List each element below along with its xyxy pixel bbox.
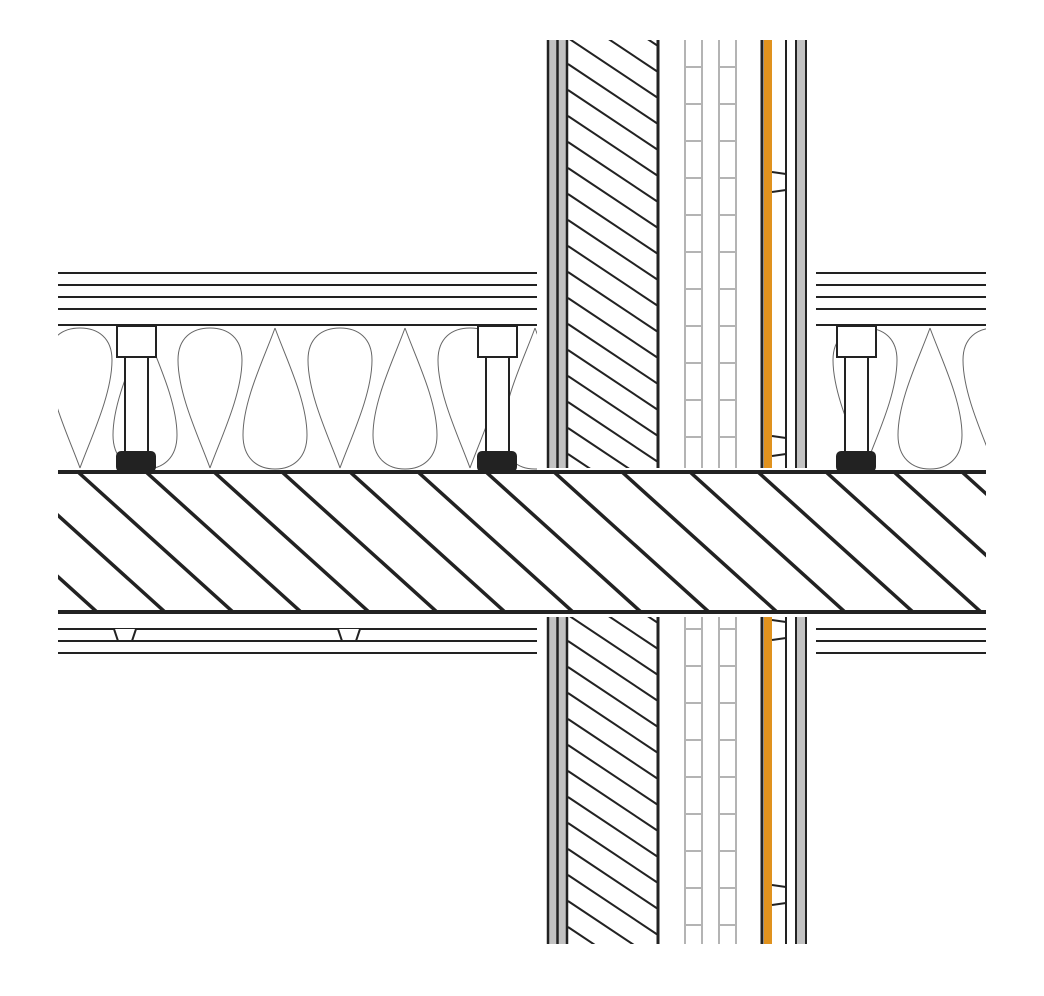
cladding-board [796,40,806,468]
slab-hatch-line [960,472,986,497]
slab-hatch-line [212,472,371,612]
insulation-loop [502,327,537,470]
membrane-orange [764,617,772,944]
slab-hatch-line [58,574,99,612]
batten-head [477,325,518,358]
wall-core-hatch [568,0,658,540]
floor-buildup [58,272,986,326]
wall-hatch-line [568,926,596,944]
wall-hatch-line [568,271,658,333]
slab-hatch-line [688,472,847,612]
wall-tie [771,619,787,641]
wall-hatch-line [647,40,658,47]
insulation-loop [962,328,986,447]
insulation-loop [242,327,308,470]
slab-hatch-line [280,472,439,612]
wall-hatch-line [568,219,658,281]
resilient-foot [477,451,517,472]
floor-battens [116,325,877,472]
resilient-foot [836,451,876,472]
wall-hatch-line [568,401,658,463]
wall-hatch-line [568,115,658,177]
wall-hatch-line [568,770,658,832]
wall-hatch-line [569,40,658,99]
slab-hatch-line [58,512,167,612]
wall-hatch-line [568,480,658,540]
wall-hatch-line [568,900,635,944]
wall-tie [771,435,787,457]
batten-post [124,356,149,455]
insulation-loop [633,328,697,469]
wall-hatch-line [568,375,658,437]
wall-tie [771,171,787,193]
slab-hatch-line [756,472,915,612]
slab-hatch-line [348,472,507,612]
cladding-board [796,617,806,944]
wall-hatch-line [568,323,658,385]
insulation-loop [897,327,963,470]
wall-hatch-line [568,874,658,936]
insulation-loop [307,327,373,469]
slab-hatch-line [892,472,986,558]
wall-hatch-line [568,822,658,884]
wall-hatch-line [568,427,630,468]
insulation-loop [1028,328,1044,469]
batten-post [844,356,869,455]
insulation-loop [372,327,438,470]
floor-slab [0,470,986,614]
wall-hatch-line [608,40,658,73]
wall-hatch-line [608,617,658,650]
wall-hatch-line [568,349,658,411]
wall-hatch-line [568,453,591,468]
insulation-loop [58,327,113,469]
batten-head [836,325,877,358]
membrane-orange [764,40,772,468]
resilient-foot [116,451,156,472]
ceiling-clip [337,628,361,642]
wall-hatch-line [568,640,658,702]
slab-hatch-line [824,472,983,612]
wall-hatch-line [568,848,658,910]
ceiling-clip [113,628,137,642]
wall-section [546,0,807,996]
wall-hatch-line [569,617,658,676]
wall-hatch-line [568,89,658,151]
wall-hatch-line [568,63,658,125]
wall-hatch-line [568,141,658,203]
slab-hatch-line [484,472,643,612]
slab-hatch-line [0,472,29,612]
slab-hatch-line [552,472,711,612]
wall-hatch-line [568,0,658,20]
slab-hatch-line [144,472,303,612]
batten-post [485,356,510,455]
wall-hatch-line [568,167,658,229]
wall-tie [771,884,787,906]
wall-hatch-line [568,796,658,858]
slab-hatch-line [620,472,779,612]
wall-hatch-line [568,666,658,728]
wall-hatch-line [568,193,658,255]
wall-hatch-line [568,297,658,359]
wall-hatch-line [568,245,658,307]
wall-hatch-line [568,744,658,806]
insulation-loop [177,327,243,469]
wall-hatch-line [568,953,658,996]
slab-hatch [0,472,986,612]
slab-hatch-line [76,472,235,612]
floor-insulation [58,327,1044,470]
wall-hatch-line [568,718,658,780]
wall-core-hatch [568,617,658,996]
ceiling-buildup [58,628,986,654]
wall-hatch-line [568,692,658,754]
batten-head [116,325,157,358]
slab-hatch-line [416,472,575,612]
